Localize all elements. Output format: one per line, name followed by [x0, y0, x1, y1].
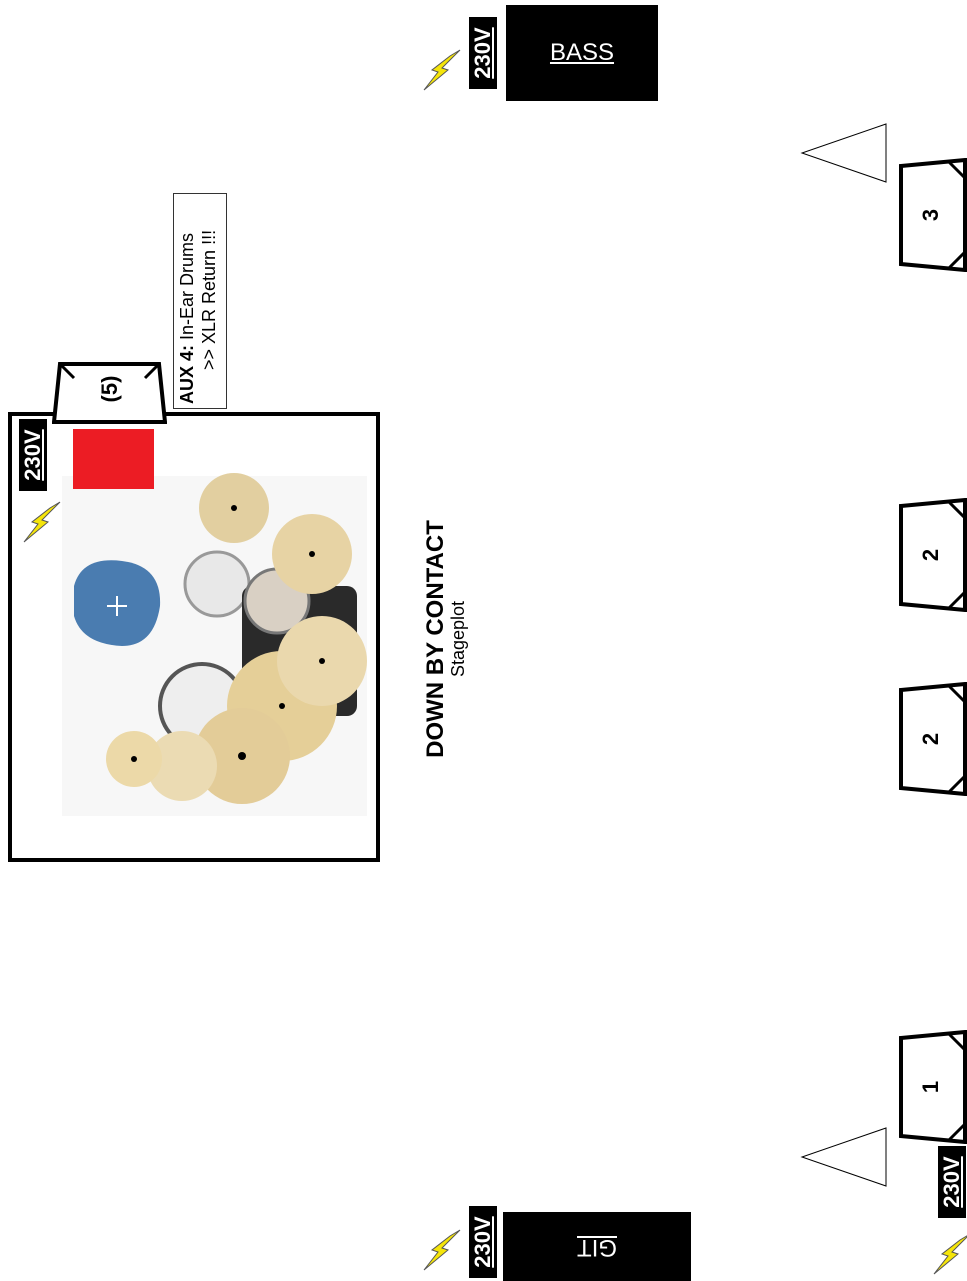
- aux-note-box: AUX 4: In-Ear Drums >> XLR Return !!!: [173, 193, 227, 409]
- drum-kit-illustration: [62, 473, 367, 816]
- power-label-front: 230V: [938, 1146, 966, 1218]
- lightning-bolt-icon: [423, 49, 461, 91]
- power-label-drums: 230V: [19, 419, 47, 491]
- stageplot-subtitle: Stageplot: [448, 600, 468, 678]
- monitor-wedge-5: [52, 362, 167, 424]
- monitor-wedge-1: [899, 1030, 967, 1144]
- aux-note-line2: >> XLR Return !!!: [199, 229, 219, 370]
- guitar-amp-label: GIT: [577, 1233, 617, 1261]
- monitor-wedge-2b: [899, 682, 967, 796]
- riser-marker: [73, 429, 154, 489]
- lightning-bolt-icon: [933, 1235, 967, 1275]
- aux-note-label: AUX 4:: [177, 344, 197, 404]
- lightning-bolt-icon: [23, 501, 61, 543]
- aux-note-text: In-Ear Drums: [177, 232, 197, 340]
- band-name: DOWN BY CONTACT: [422, 520, 449, 758]
- guitar-amp: GIT: [503, 1212, 691, 1281]
- monitor-label-5: (5): [97, 375, 122, 403]
- monitor-wedge-2a: [899, 498, 967, 612]
- stageplot-title: DOWN BY CONTACT Stageplot: [422, 469, 473, 809]
- power-label-guitar: 230V: [469, 1206, 497, 1278]
- monitor-label-2b: 2: [918, 732, 943, 746]
- monitor-wedge-3: [899, 158, 967, 272]
- bass-amp-label: BASS: [549, 39, 615, 66]
- power-label-bass: 230V: [469, 17, 497, 89]
- snare-drum: [183, 550, 251, 618]
- vocal-position-triangle-1: [800, 1127, 887, 1187]
- drum-riser: [8, 412, 380, 862]
- monitor-label-2a: 2: [918, 548, 943, 562]
- splash-cymbal-1: [147, 731, 217, 801]
- bass-amp: BASS: [506, 5, 658, 101]
- monitor-label-3: 3: [918, 208, 943, 222]
- lightning-bolt-icon: [423, 1229, 461, 1271]
- vocal-position-triangle-3: [800, 123, 887, 183]
- monitor-label-1: 1: [918, 1080, 943, 1094]
